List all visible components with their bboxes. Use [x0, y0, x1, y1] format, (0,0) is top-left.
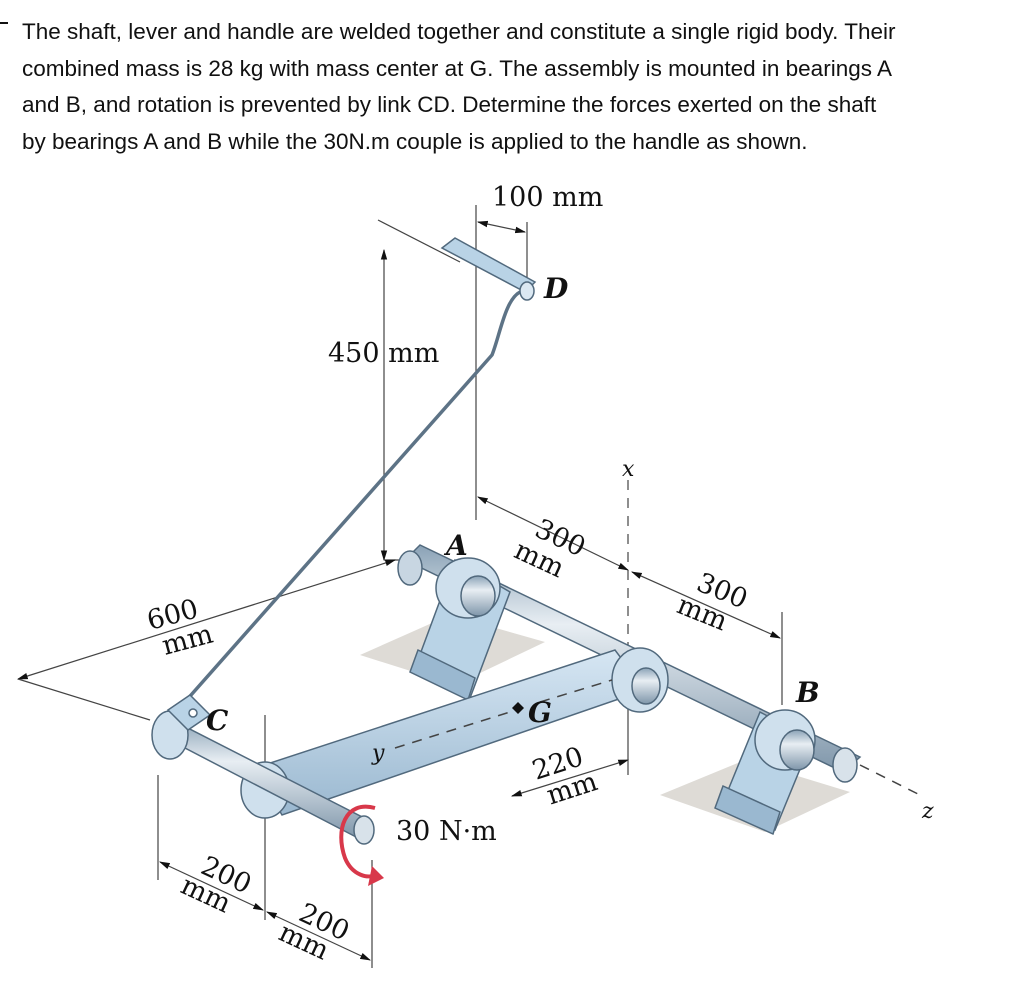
problem-line-4: by bearings A and B while the 30N.m coup…	[22, 128, 808, 154]
dim-450-label: 450 mm	[328, 338, 439, 369]
couple-label: 30 N·m	[396, 816, 497, 847]
dim-450-top-leader	[377, 219, 461, 263]
axis-y-label: y	[371, 741, 385, 766]
pin-d	[519, 281, 535, 301]
problem-statement: The shaft, lever and handle are welded t…	[22, 14, 1007, 160]
dim-300a-arrow	[477, 496, 629, 571]
couple-arrow	[339, 804, 380, 879]
bearing-a	[409, 557, 511, 702]
dimension-lines	[16, 205, 783, 968]
bracket-d	[440, 237, 537, 293]
problem-line-2: combined mass is 28 kg with mass center …	[22, 55, 892, 81]
problem-line-3: and B, and rotation is prevented by link…	[22, 92, 877, 117]
y-axis-line	[394, 711, 511, 749]
lever-hub-right-inner	[631, 667, 661, 705]
dim-300b-arrow	[631, 571, 781, 639]
axis-z-label: z	[921, 799, 934, 824]
dim-220-arrow	[510, 759, 630, 797]
point-a-label: A	[443, 529, 468, 562]
gx-axis-line	[539, 679, 613, 703]
dim-200a-arrow	[159, 861, 264, 911]
axis-x-label: x	[622, 457, 635, 482]
dim-100-label: 100 mm	[492, 182, 603, 213]
point-c-label: C	[206, 704, 229, 737]
point-b-label: B	[795, 676, 820, 709]
point-g-label: G	[528, 696, 552, 729]
pin-c	[188, 708, 198, 718]
z-axis-line	[859, 764, 921, 796]
dim-600-leader	[17, 678, 151, 721]
point-d-label: D	[543, 272, 569, 305]
dim-100-arrow	[476, 220, 527, 234]
couple-arrowhead	[368, 866, 384, 886]
problem-line-1: The shaft, lever and handle are welded t…	[22, 19, 896, 44]
bullet-mark	[0, 22, 8, 24]
bearing-b	[714, 709, 816, 836]
dim-600-arrow	[16, 559, 397, 680]
shaft-end	[832, 747, 858, 783]
dim-200b-arrow	[266, 911, 371, 961]
handle-end	[353, 815, 375, 845]
link-cd	[174, 290, 522, 714]
shaft-end-left	[397, 550, 423, 586]
mass-center-g-marker	[512, 702, 524, 714]
